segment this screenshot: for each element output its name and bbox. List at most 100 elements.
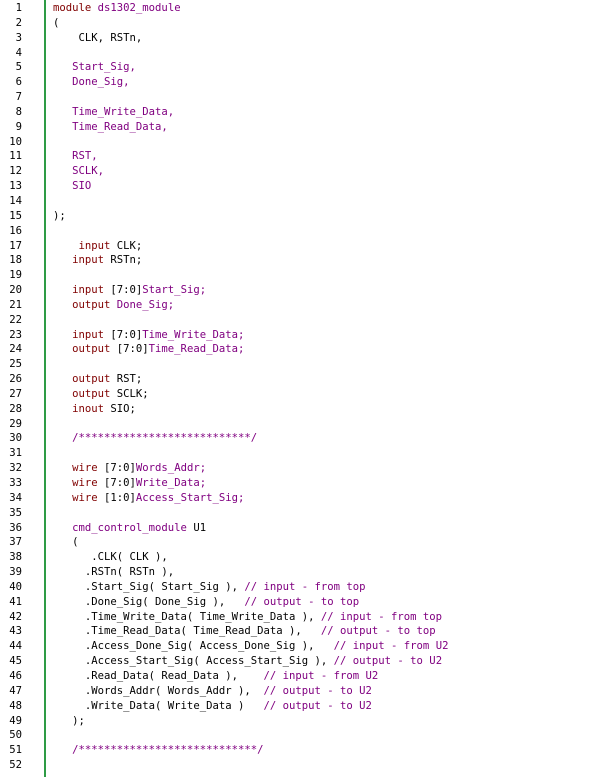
line-code[interactable]: Done_Sig,	[53, 75, 129, 90]
code-line[interactable]: 33 wire [7:0]Write_Data;	[0, 476, 604, 491]
line-code[interactable]: );	[53, 209, 66, 224]
line-code[interactable]: CLK, RSTn,	[53, 31, 143, 46]
code-line[interactable]: 49 );	[0, 714, 604, 729]
code-line[interactable]: 12 SCLK,	[0, 164, 604, 179]
code-comment: // output - to U2	[263, 699, 372, 712]
code-line[interactable]: 37 (	[0, 535, 604, 550]
line-code[interactable]: wire [7:0]Words_Addr;	[53, 461, 206, 476]
code-line[interactable]: 23 input [7:0]Time_Write_Data;	[0, 328, 604, 343]
line-code[interactable]: output SCLK;	[53, 387, 149, 402]
line-code[interactable]: output [7:0]Time_Read_Data;	[53, 342, 244, 357]
code-line[interactable]: 45 .Access_Start_Sig( Access_Start_Sig )…	[0, 654, 604, 669]
line-code[interactable]: input [7:0]Start_Sig;	[53, 283, 206, 298]
code-line[interactable]: 36 cmd_control_module U1	[0, 521, 604, 536]
line-code[interactable]: .Write_Data( Write_Data ) // output - to…	[53, 699, 372, 714]
line-code[interactable]: Time_Write_Data,	[53, 105, 174, 120]
code-line[interactable]: 48 .Write_Data( Write_Data ) // output -…	[0, 699, 604, 714]
code-line[interactable]: 10	[0, 135, 604, 150]
line-code[interactable]: (	[53, 535, 78, 550]
code-line[interactable]: 15);	[0, 209, 604, 224]
code-line[interactable]: 13 SIO	[0, 179, 604, 194]
line-code[interactable]: .RSTn( RSTn ),	[53, 565, 174, 580]
line-code[interactable]: /***************************/	[53, 431, 257, 446]
line-code[interactable]: .Done_Sig( Done_Sig ), // output - to to…	[53, 595, 359, 610]
line-code[interactable]: .Words_Addr( Words_Addr ), // output - t…	[53, 684, 372, 699]
code-line[interactable]: 19	[0, 268, 604, 283]
line-number: 15	[9, 209, 22, 222]
line-code[interactable]: output Done_Sig;	[53, 298, 174, 313]
code-line[interactable]: 31	[0, 446, 604, 461]
line-code[interactable]: input RSTn;	[53, 253, 142, 268]
line-code[interactable]: .Start_Sig( Start_Sig ), // input - from…	[53, 580, 366, 595]
code-line[interactable]: 11 RST,	[0, 149, 604, 164]
code-line[interactable]: 34 wire [1:0]Access_Start_Sig;	[0, 491, 604, 506]
line-code[interactable]: Time_Read_Data,	[53, 120, 168, 135]
line-code[interactable]: module ds1302_module	[53, 1, 181, 16]
code-line[interactable]: 26 output RST;	[0, 372, 604, 387]
code-line[interactable]: 51 /****************************/	[0, 743, 604, 758]
code-line[interactable]: 46 .Read_Data( Read_Data ), // input - f…	[0, 669, 604, 684]
line-code[interactable]: cmd_control_module U1	[53, 521, 206, 536]
code-line[interactable]: 6 Done_Sig,	[0, 75, 604, 90]
code-line[interactable]: 17 input CLK;	[0, 239, 604, 254]
code-line[interactable]: 24 output [7:0]Time_Read_Data;	[0, 342, 604, 357]
line-code[interactable]: input [7:0]Time_Write_Data;	[53, 328, 244, 343]
code-line[interactable]: 21 output Done_Sig;	[0, 298, 604, 313]
code-line[interactable]: 5 Start_Sig,	[0, 60, 604, 75]
code-line[interactable]: 30 /***************************/	[0, 431, 604, 446]
code-line[interactable]: 8 Time_Write_Data,	[0, 105, 604, 120]
code-line[interactable]: 44 .Access_Done_Sig( Access_Done_Sig ), …	[0, 639, 604, 654]
line-code[interactable]: .CLK( CLK ),	[53, 550, 168, 565]
code-line[interactable]: 41 .Done_Sig( Done_Sig ), // output - to…	[0, 595, 604, 610]
code-line[interactable]: 32 wire [7:0]Words_Addr;	[0, 461, 604, 476]
code-line[interactable]: 22	[0, 313, 604, 328]
code-token: [7:0]	[116, 343, 149, 356]
line-code[interactable]: wire [7:0]Write_Data;	[53, 476, 206, 491]
code-line[interactable]: 18 input RSTn;	[0, 253, 604, 268]
line-code[interactable]: Start_Sig,	[53, 60, 136, 75]
line-code[interactable]: output RST;	[53, 372, 142, 387]
code-line[interactable]: 16	[0, 224, 604, 239]
code-line[interactable]: 9 Time_Read_Data,	[0, 120, 604, 135]
line-code[interactable]: /****************************/	[53, 743, 263, 758]
code-line[interactable]: 20 input [7:0]Start_Sig;	[0, 283, 604, 298]
line-number: 7	[15, 91, 22, 104]
line-code[interactable]: .Time_Write_Data( Time_Write_Data ), // …	[53, 610, 442, 625]
line-code[interactable]: RST,	[53, 149, 98, 164]
code-line[interactable]: 3 CLK, RSTn,	[0, 31, 604, 46]
line-code[interactable]: .Time_Read_Data( Time_Read_Data ), // ou…	[53, 624, 436, 639]
code-line[interactable]: 4	[0, 46, 604, 61]
line-number: 20	[9, 284, 22, 297]
code-line[interactable]: 47 .Words_Addr( Words_Addr ), // output …	[0, 684, 604, 699]
code-line[interactable]: 35	[0, 506, 604, 521]
code-line[interactable]: 29	[0, 417, 604, 432]
code-line[interactable]: 40 .Start_Sig( Start_Sig ), // input - f…	[0, 580, 604, 595]
line-code[interactable]: inout SIO;	[53, 402, 136, 417]
code-line[interactable]: 28 inout SIO;	[0, 402, 604, 417]
code-line[interactable]: 39 .RSTn( RSTn ),	[0, 565, 604, 580]
line-code[interactable]: .Read_Data( Read_Data ), // input - from…	[53, 669, 378, 684]
code-line[interactable]: 27 output SCLK;	[0, 387, 604, 402]
code-line[interactable]: 14	[0, 194, 604, 209]
line-code[interactable]: wire [1:0]Access_Start_Sig;	[53, 491, 244, 506]
line-code[interactable]: );	[53, 714, 85, 729]
line-code[interactable]: input CLK;	[53, 239, 143, 254]
code-line[interactable]: 43 .Time_Read_Data( Time_Read_Data ), //…	[0, 624, 604, 639]
line-number: 29	[9, 417, 22, 430]
line-code[interactable]: SCLK,	[53, 164, 104, 179]
code-line[interactable]: 2(	[0, 16, 604, 31]
line-code[interactable]: .Access_Start_Sig( Access_Start_Sig ), /…	[53, 654, 442, 669]
code-line[interactable]: 52	[0, 758, 604, 773]
code-line[interactable]: 50	[0, 728, 604, 743]
code-line[interactable]: 25	[0, 357, 604, 372]
code-line[interactable]: 7	[0, 90, 604, 105]
line-code[interactable]: .Access_Done_Sig( Access_Done_Sig ), // …	[53, 639, 449, 654]
line-code[interactable]: (	[53, 16, 59, 31]
line-code[interactable]: SIO	[53, 179, 91, 194]
code-line[interactable]: 38 .CLK( CLK ),	[0, 550, 604, 565]
code-keyword: wire	[53, 491, 105, 504]
code-line[interactable]: 42 .Time_Write_Data( Time_Write_Data ), …	[0, 610, 604, 625]
